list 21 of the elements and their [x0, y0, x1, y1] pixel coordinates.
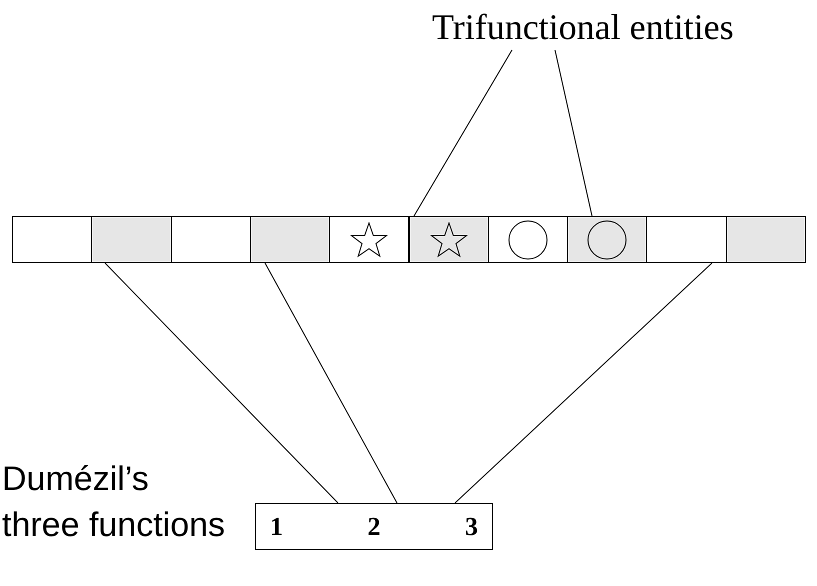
leader-line [264, 262, 398, 504]
cell-box [170, 216, 251, 263]
leader-line [414, 50, 512, 216]
cell-box [408, 216, 489, 263]
cell-box [250, 216, 330, 263]
title-text: Trifunctional entities [432, 4, 812, 50]
cell-box [646, 216, 727, 263]
cell-box [12, 216, 92, 263]
cell-box [329, 216, 410, 263]
leader-line [454, 262, 712, 504]
cell-box [91, 216, 172, 263]
leader-line [554, 50, 592, 216]
numbered-box [255, 503, 493, 550]
cell-box [726, 216, 806, 263]
cell-box [567, 216, 648, 263]
caption-text: Dumézil’s three functions [2, 459, 226, 546]
function-number: 1 [270, 514, 283, 540]
function-number: 2 [368, 514, 380, 540]
function-number: 3 [465, 514, 478, 540]
cell-box [488, 216, 568, 263]
leader-line [104, 262, 338, 504]
